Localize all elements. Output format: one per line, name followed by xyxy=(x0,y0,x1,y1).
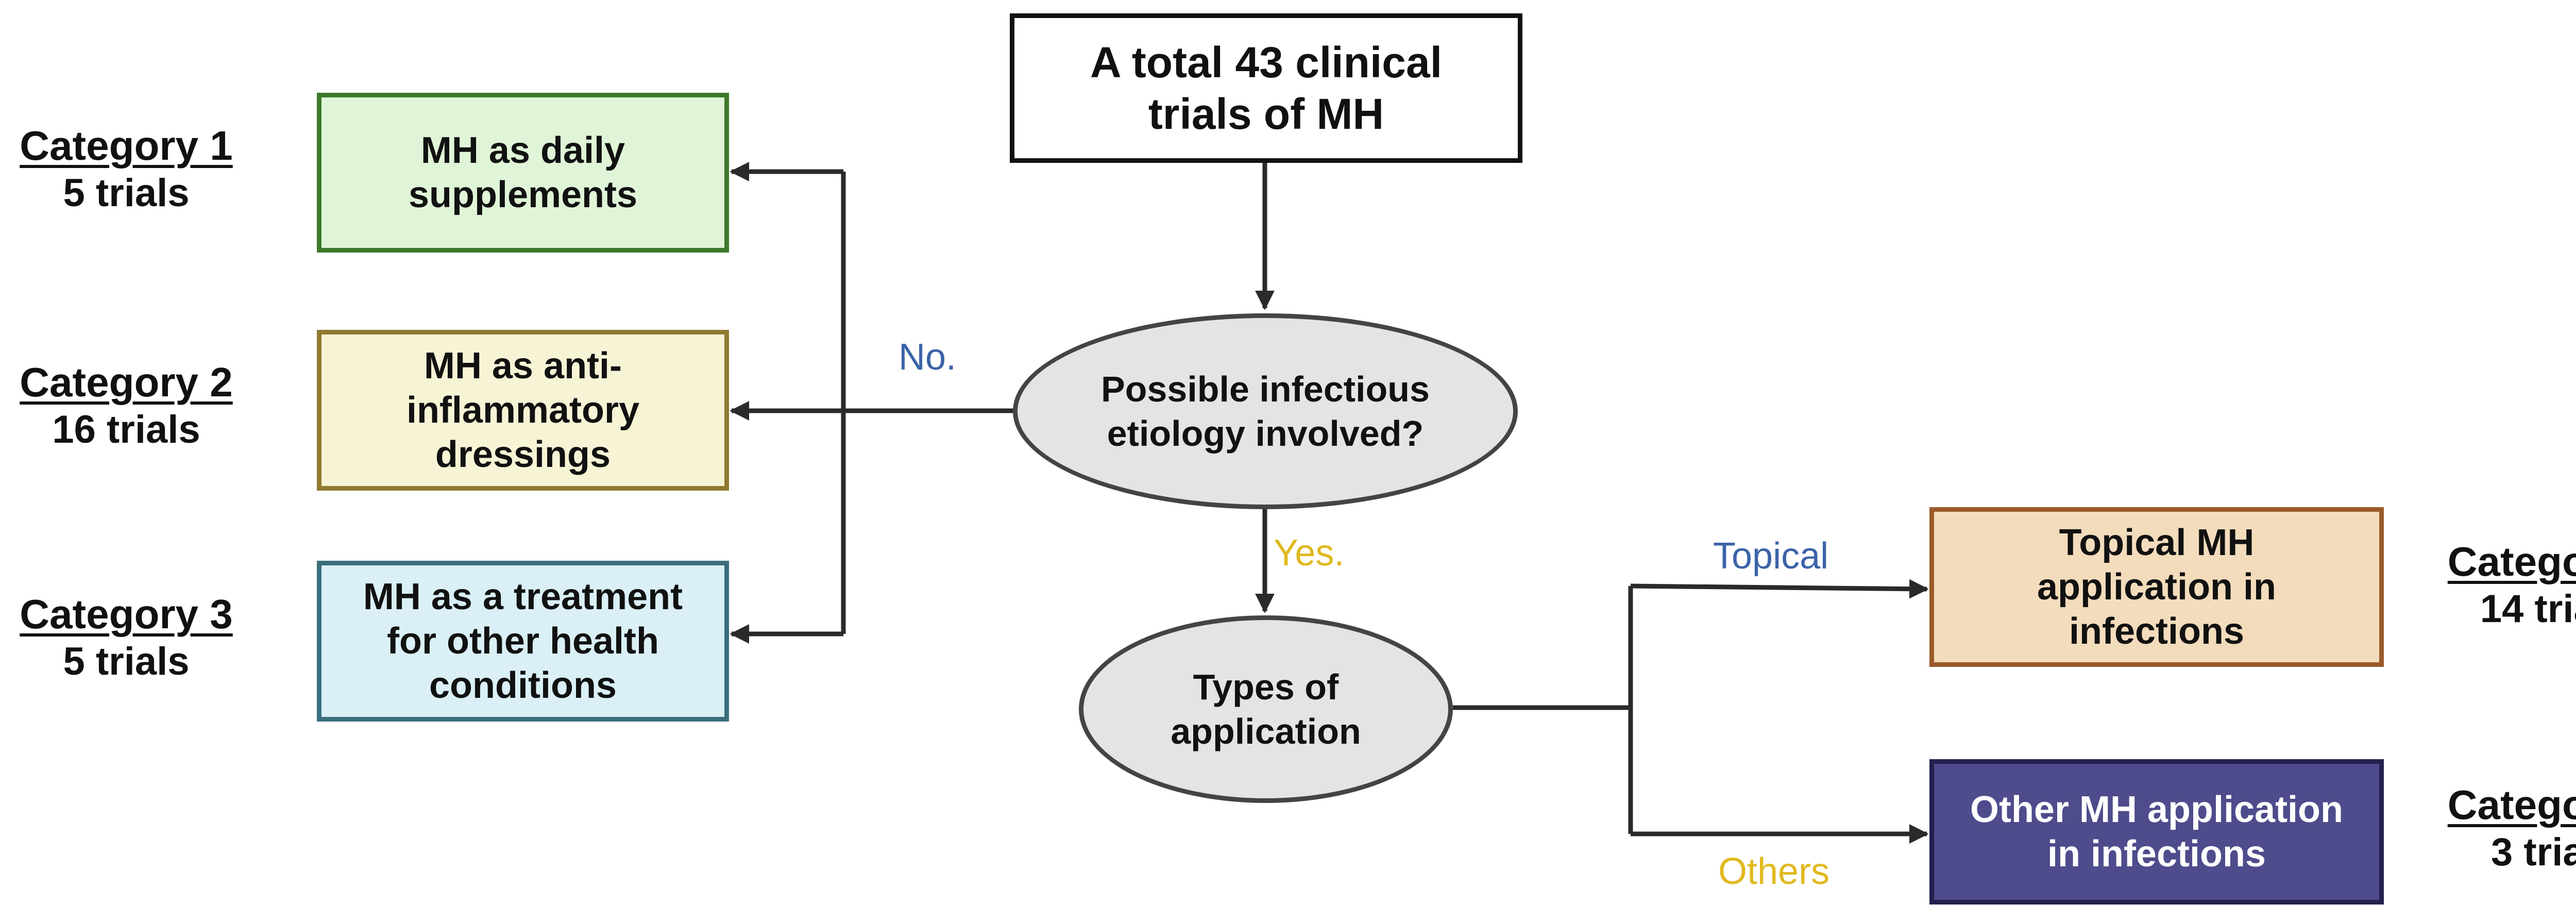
category-1-count: 5 trials xyxy=(63,171,190,215)
category-1-label: Category 1 5 trials xyxy=(8,122,245,216)
edge-label-no: No. xyxy=(899,337,957,378)
category-2-label: Category 2 16 trials xyxy=(8,358,245,453)
edge-label-yes: Yes. xyxy=(1274,532,1345,574)
edge-label-topical: Topical xyxy=(1713,535,1829,577)
category-4-box-text: Topical MH application in infections xyxy=(2037,522,2277,652)
category-3-label: Category 3 5 trials xyxy=(8,590,245,685)
start-box-text: A total 43 clinical trials of MH xyxy=(1090,38,1443,138)
category-2-count: 16 trials xyxy=(52,408,200,451)
decision-types-text: Types of application xyxy=(1171,667,1361,751)
category-5-count: 3 trials xyxy=(2490,830,2576,874)
decision-infection-text: Possible infectious etiology involved? xyxy=(1101,369,1430,454)
category-1-box-text: MH as daily supplements xyxy=(408,130,638,215)
category-4-label: Category 4 14 trials xyxy=(2434,538,2576,632)
category-1-box: MH as daily supplements xyxy=(317,93,729,253)
category-3-box: MH as a treatment for other health condi… xyxy=(317,561,729,722)
category-1-name: Category 1 xyxy=(20,123,233,169)
category-4-box: Topical MH application in infections xyxy=(1929,507,2384,667)
category-5-box-text: Other MH application in infections xyxy=(1970,789,2344,875)
category-3-count: 5 trials xyxy=(63,640,190,683)
edge-to-category-4 xyxy=(1630,579,1929,599)
category-3-name: Category 3 xyxy=(20,591,233,637)
decision-infection-ellipse: Possible infectious etiology involved? xyxy=(1013,313,1518,509)
category-5-box: Other MH application in infections xyxy=(1929,759,2384,905)
category-2-box-text: MH as anti- inflammatory dressings xyxy=(406,345,640,475)
decision-types-ellipse: Types of application xyxy=(1079,615,1453,803)
start-box: A total 43 clinical trials of MH xyxy=(1010,13,1522,163)
category-5-label: Category 5 3 trials xyxy=(2434,781,2576,876)
edge-label-others: Others xyxy=(1718,851,1830,892)
category-4-count: 14 trials xyxy=(2480,587,2576,631)
category-4-name: Category 4 xyxy=(2447,539,2576,584)
category-5-name: Category 5 xyxy=(2447,782,2576,828)
category-2-box: MH as anti- inflammatory dressings xyxy=(317,330,729,491)
category-2-name: Category 2 xyxy=(20,359,233,405)
category-3-box-text: MH as a treatment for other health condi… xyxy=(363,576,683,706)
